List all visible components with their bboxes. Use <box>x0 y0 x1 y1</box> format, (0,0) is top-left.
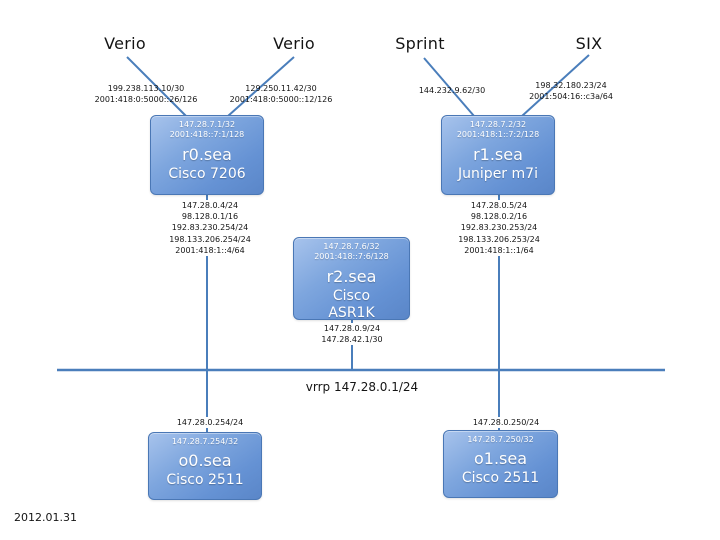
uplink-ips-sprint: 144.232.9.62/30 <box>418 86 486 95</box>
console-box-o1: 147.28.7.250/32 o1.sea Cisco 2511 <box>443 430 558 498</box>
router-box-r0: 147.28.7.1/32 2001:418::7:1/128 r0.sea C… <box>150 115 264 195</box>
vrrp-label: vrrp 147.28.0.1/24 <box>305 380 419 394</box>
uplink-ips-verio-2: 129.250.11.42/30 2001:418:0:5000::12/126 <box>229 84 333 105</box>
console-lan-ip-o0: 147.28.0.254/24 <box>140 417 280 429</box>
link-verio2-r0 <box>227 56 295 117</box>
console-box-o0: 147.28.7.254/32 o0.sea Cisco 2511 <box>148 432 262 500</box>
console-lan-ip-o1: 147.28.0.250/24 <box>436 417 576 429</box>
console-loopback-o0: 147.28.7.254/32 <box>171 437 239 446</box>
router-box-r1: 147.28.7.2/32 2001:418:1::7:2/128 r1.sea… <box>441 115 555 195</box>
console-name-o1: o1.sea <box>473 449 528 469</box>
uplink-label-verio-1: Verio <box>104 34 146 53</box>
router-name-r1: r1.sea <box>473 144 523 164</box>
router-interfaces-r0: 147.28.0.4/24 98.128.0.1/16 192.83.230.2… <box>140 200 280 256</box>
router-name-r2: r2.sea <box>326 266 377 286</box>
uplink-label-six: SIX <box>575 34 603 53</box>
console-model-o0: Cisco 2511 <box>166 472 244 489</box>
router-model-r1: Juniper m7i <box>458 165 538 182</box>
router-interfaces-r2: 147.28.0.9/24 147.28.42.1/30 <box>282 323 422 346</box>
uplink-ips-verio-1: 199.238.113.10/30 2001:418:0:5000::26/12… <box>94 84 198 105</box>
link-sprint-r1 <box>423 57 475 117</box>
router-name-r0: r0.sea <box>182 144 232 164</box>
router-loopbacks-r0: 147.28.7.1/32 2001:418::7:1/128 <box>169 120 245 140</box>
router-loopbacks-r2: 147.28.7.6/32 2001:418::7:6/128 <box>314 242 389 262</box>
console-loopback-o1: 147.28.7.250/32 <box>467 435 534 444</box>
uplink-ips-six: 198.32.180.23/24 2001:504:16::c3a/64 <box>529 81 613 102</box>
router-model-r0: Cisco 7206 <box>168 165 246 182</box>
router-box-r2: 147.28.7.6/32 2001:418::7:6/128 r2.sea C… <box>293 237 410 321</box>
router-loopbacks-r1: 147.28.7.2/32 2001:418:1::7:2/128 <box>456 120 540 140</box>
console-model-o1: Cisco 2511 <box>461 470 540 487</box>
uplink-label-verio-2: Verio <box>273 34 315 53</box>
link-verio1-r0 <box>126 56 187 117</box>
uplink-label-sprint: Sprint <box>395 34 445 53</box>
router-interfaces-r1: 147.28.0.5/24 98.128.0.2/16 192.83.230.2… <box>429 200 569 256</box>
link-six-r1 <box>521 54 590 117</box>
console-name-o0: o0.sea <box>178 451 232 471</box>
router-model-r2: Cisco ASR1K <box>328 287 375 321</box>
date-label: 2012.01.31 <box>14 511 77 524</box>
